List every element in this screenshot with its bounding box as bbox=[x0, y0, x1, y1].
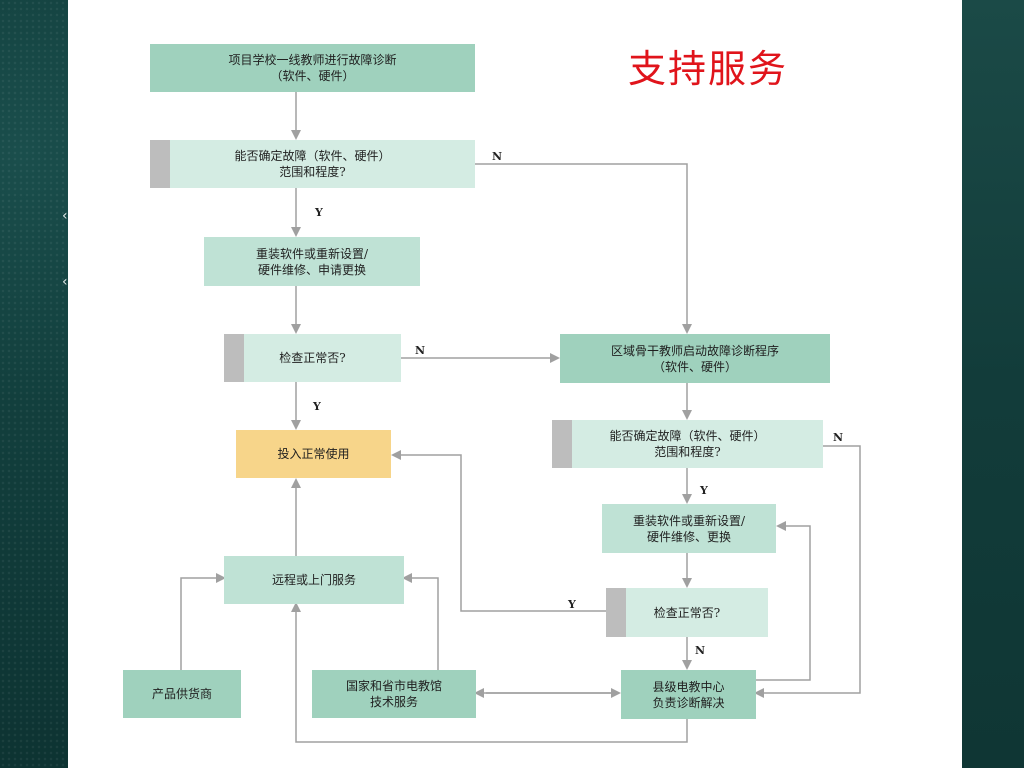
label-n-mid: N bbox=[415, 344, 426, 357]
node-frontline-diagnosis: 项目学校一线教师进行故障诊断 （软件、硬件） bbox=[150, 44, 475, 92]
slide-title: 支持服务 bbox=[628, 47, 789, 91]
node-tab-marker bbox=[606, 588, 626, 637]
right-decorative-border bbox=[962, 0, 1024, 768]
label-n-right: N bbox=[833, 431, 844, 444]
node-check-normal-2: 检查正常否? bbox=[606, 588, 768, 637]
bullet-mark-1: ‹ bbox=[62, 208, 68, 224]
node-determine-fault-1-text: 能否确定故障（软件、硬件） 范围和程度? bbox=[234, 149, 391, 179]
node-tab-marker bbox=[224, 334, 244, 382]
node-determine-fault-1: 能否确定故障（软件、硬件） 范围和程度? bbox=[150, 140, 475, 188]
node-check-normal-1-text: 检查正常否? bbox=[279, 351, 346, 365]
node-determine-fault-2-text: 能否确定故障（软件、硬件） 范围和程度? bbox=[609, 429, 766, 459]
label-n-top: N bbox=[492, 150, 503, 163]
label-y-top: Y bbox=[315, 206, 323, 219]
left-decorative-border bbox=[0, 0, 68, 768]
node-county-center: 县级电教中心 负责诊断解决 bbox=[621, 670, 756, 719]
node-remote-onsite-service: 远程或上门服务 bbox=[224, 556, 404, 604]
node-check-normal-1: 检查正常否? bbox=[224, 334, 401, 382]
node-tab-marker bbox=[150, 140, 170, 188]
node-reinstall-repair-1: 重装软件或重新设置/ 硬件维修、申请更换 bbox=[204, 237, 420, 286]
label-y-back: Y bbox=[568, 598, 576, 611]
node-determine-fault-2: 能否确定故障（软件、硬件） 范围和程度? bbox=[552, 420, 823, 468]
node-reinstall-repair-2: 重装软件或重新设置/ 硬件维修、更换 bbox=[602, 504, 776, 553]
bullet-mark-2: ‹ bbox=[62, 274, 68, 290]
label-y-right: Y bbox=[700, 484, 708, 497]
node-product-supplier: 产品供货商 bbox=[123, 670, 241, 718]
node-tab-marker bbox=[552, 420, 572, 468]
node-check-normal-2-text: 检查正常否? bbox=[653, 605, 721, 620]
label-n-bottom: N bbox=[695, 644, 706, 657]
node-national-provincial-center: 国家和省市电教馆 技术服务 bbox=[312, 670, 476, 718]
slide-canvas: 支持服务 项目学校一线教师进行故障诊断 （软件、硬件） 能否确定故障（软件、硬件… bbox=[68, 0, 962, 768]
flow-arrows bbox=[180, 92, 861, 743]
label-y-mid: Y bbox=[313, 400, 321, 413]
node-regional-teacher-diagnosis: 区域骨干教师启动故障诊断程序 （软件、硬件） bbox=[560, 334, 830, 383]
node-normal-use: 投入正常使用 bbox=[236, 430, 391, 478]
